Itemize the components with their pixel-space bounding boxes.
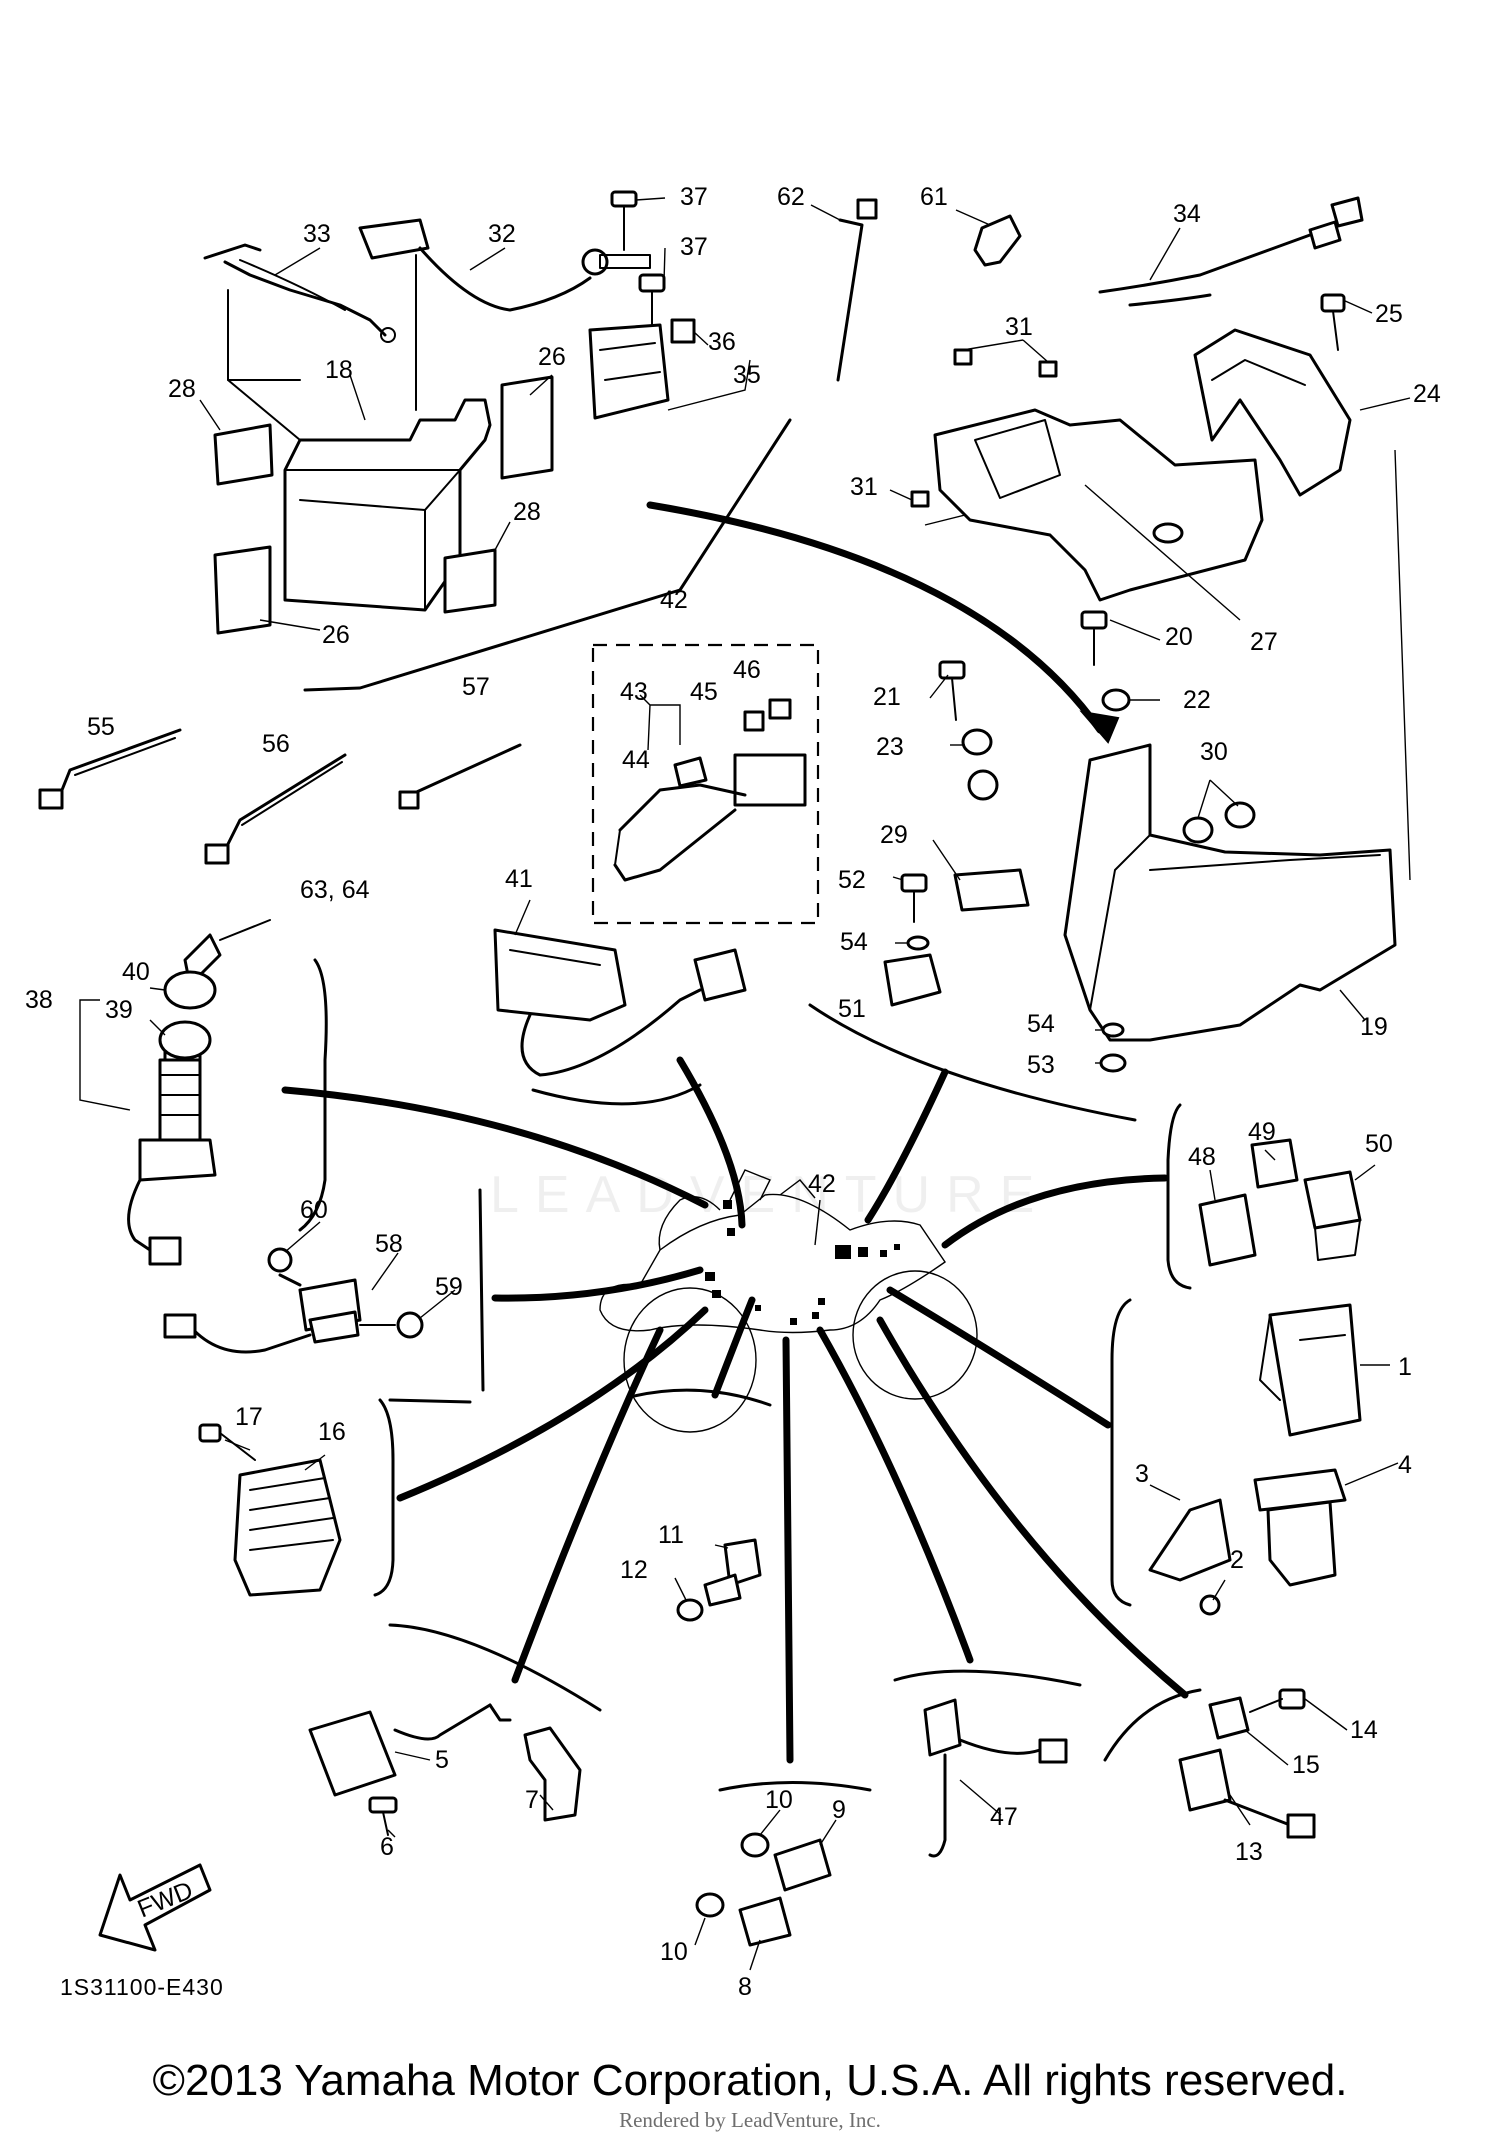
callout-numbers: 33 32 37 37 36 35 62 61 34 31 25 24 28 1… xyxy=(25,183,1441,2001)
callout-36: 36 xyxy=(708,328,736,356)
callout-43: 43 xyxy=(620,678,648,706)
callout-23: 23 xyxy=(876,733,904,761)
callout-11: 11 xyxy=(658,1521,684,1549)
callout-54-lower: 54 xyxy=(1027,1010,1055,1038)
callout-58: 58 xyxy=(375,1230,403,1258)
sensors-8-10-group xyxy=(695,1832,832,1947)
callout-49: 49 xyxy=(1248,1118,1276,1146)
callout-54-upper: 54 xyxy=(840,928,868,956)
callout-3: 3 xyxy=(1135,1460,1149,1488)
callout-55: 55 xyxy=(87,713,115,741)
callout-17: 17 xyxy=(235,1403,263,1431)
callout-39: 39 xyxy=(105,996,133,1024)
callout-48: 48 xyxy=(1188,1143,1216,1171)
callout-28-left: 28 xyxy=(168,375,196,403)
callout-18: 18 xyxy=(325,356,353,384)
battery-tray-assembly xyxy=(883,293,1411,1073)
callout-53: 53 xyxy=(1027,1051,1055,1079)
battery-assembly xyxy=(203,190,1364,635)
copyright-notice: ©2013 Yamaha Motor Corporation, U.S.A. A… xyxy=(152,2056,1348,2105)
diagram-code: 1S31100-E430 xyxy=(60,1974,224,2000)
callout-59: 59 xyxy=(435,1273,463,1301)
callout-10-upper: 10 xyxy=(765,1786,793,1814)
callout-15: 15 xyxy=(1292,1751,1320,1779)
callout-42-bike: 42 xyxy=(808,1170,836,1198)
relays-group xyxy=(1198,1138,1362,1267)
group-brackets xyxy=(298,418,1202,1792)
callout-46: 46 xyxy=(733,656,761,684)
leader-lines xyxy=(281,1056,1189,1764)
callout-1: 1 xyxy=(1398,1353,1412,1381)
callout-25: 25 xyxy=(1375,300,1403,328)
callout-29: 29 xyxy=(880,821,908,849)
motorcycle-outline xyxy=(599,1169,978,1433)
callout-42-box: 42 xyxy=(660,586,688,614)
callout-4: 4 xyxy=(1398,1451,1412,1479)
callout-62: 62 xyxy=(777,183,805,211)
callout-8: 8 xyxy=(738,1973,752,2001)
callout-63-64: 63, 64 xyxy=(300,876,370,904)
callout-26-bottom: 26 xyxy=(322,621,350,649)
sensor-58-group xyxy=(163,1247,424,1354)
callout-16: 16 xyxy=(318,1418,346,1446)
callout-37-lower: 37 xyxy=(680,233,708,261)
callout-41: 41 xyxy=(505,865,533,893)
sensor-13-group xyxy=(1178,1688,1316,1839)
component-41 xyxy=(493,928,747,1077)
callout-2: 2 xyxy=(1230,1546,1244,1574)
callout-22: 22 xyxy=(1183,686,1211,714)
render-credit: Rendered by LeadVenture, Inc. xyxy=(619,2108,881,2132)
callout-30: 30 xyxy=(1200,738,1228,766)
callout-leaders xyxy=(79,197,1411,1971)
callout-44: 44 xyxy=(622,746,650,774)
callout-47: 47 xyxy=(990,1803,1018,1831)
ignition-coil-group xyxy=(308,1703,582,1836)
callout-21: 21 xyxy=(873,683,901,711)
forward-direction-arrow: FWD xyxy=(98,1863,212,1952)
callout-31-lower: 31 xyxy=(850,473,878,501)
callout-52: 52 xyxy=(838,866,866,894)
callout-9: 9 xyxy=(832,1796,846,1824)
callout-24: 24 xyxy=(1413,380,1441,408)
callout-27: 27 xyxy=(1250,628,1278,656)
callout-7: 7 xyxy=(525,1786,539,1814)
sub-harness-assembly xyxy=(613,698,807,882)
cable-ties xyxy=(38,728,522,865)
callout-57: 57 xyxy=(462,673,490,701)
callout-13: 13 xyxy=(1235,1838,1263,1866)
callout-60: 60 xyxy=(300,1196,328,1224)
callout-31-upper: 31 xyxy=(1005,313,1033,341)
ecu-assembly xyxy=(1148,1303,1362,1616)
callout-61: 61 xyxy=(920,183,948,211)
callout-45: 45 xyxy=(690,678,718,706)
callout-33: 33 xyxy=(303,220,331,248)
main-switch-assembly xyxy=(127,919,271,1266)
sensor-47-group xyxy=(923,1698,1068,1858)
callout-37-upper: 37 xyxy=(680,183,708,211)
callout-28-right: 28 xyxy=(513,498,541,526)
callout-40: 40 xyxy=(122,958,150,986)
callout-12: 12 xyxy=(620,1556,648,1584)
sensor-11-group xyxy=(676,1538,762,1622)
callout-5: 5 xyxy=(435,1746,449,1774)
callout-10-lower: 10 xyxy=(660,1938,688,1966)
rectifier-regulator-group xyxy=(198,1423,342,1597)
callout-50: 50 xyxy=(1365,1130,1393,1158)
callout-32: 32 xyxy=(488,220,516,248)
callout-34: 34 xyxy=(1173,200,1201,228)
callout-14: 14 xyxy=(1350,1716,1378,1744)
callout-6: 6 xyxy=(380,1833,394,1861)
callout-20: 20 xyxy=(1165,623,1193,651)
callout-19: 19 xyxy=(1360,1013,1388,1041)
callout-26-right: 26 xyxy=(538,343,566,371)
callout-56: 56 xyxy=(262,730,290,758)
callout-35: 35 xyxy=(733,361,761,389)
callout-51: 51 xyxy=(838,995,866,1023)
callout-38: 38 xyxy=(25,986,53,1014)
